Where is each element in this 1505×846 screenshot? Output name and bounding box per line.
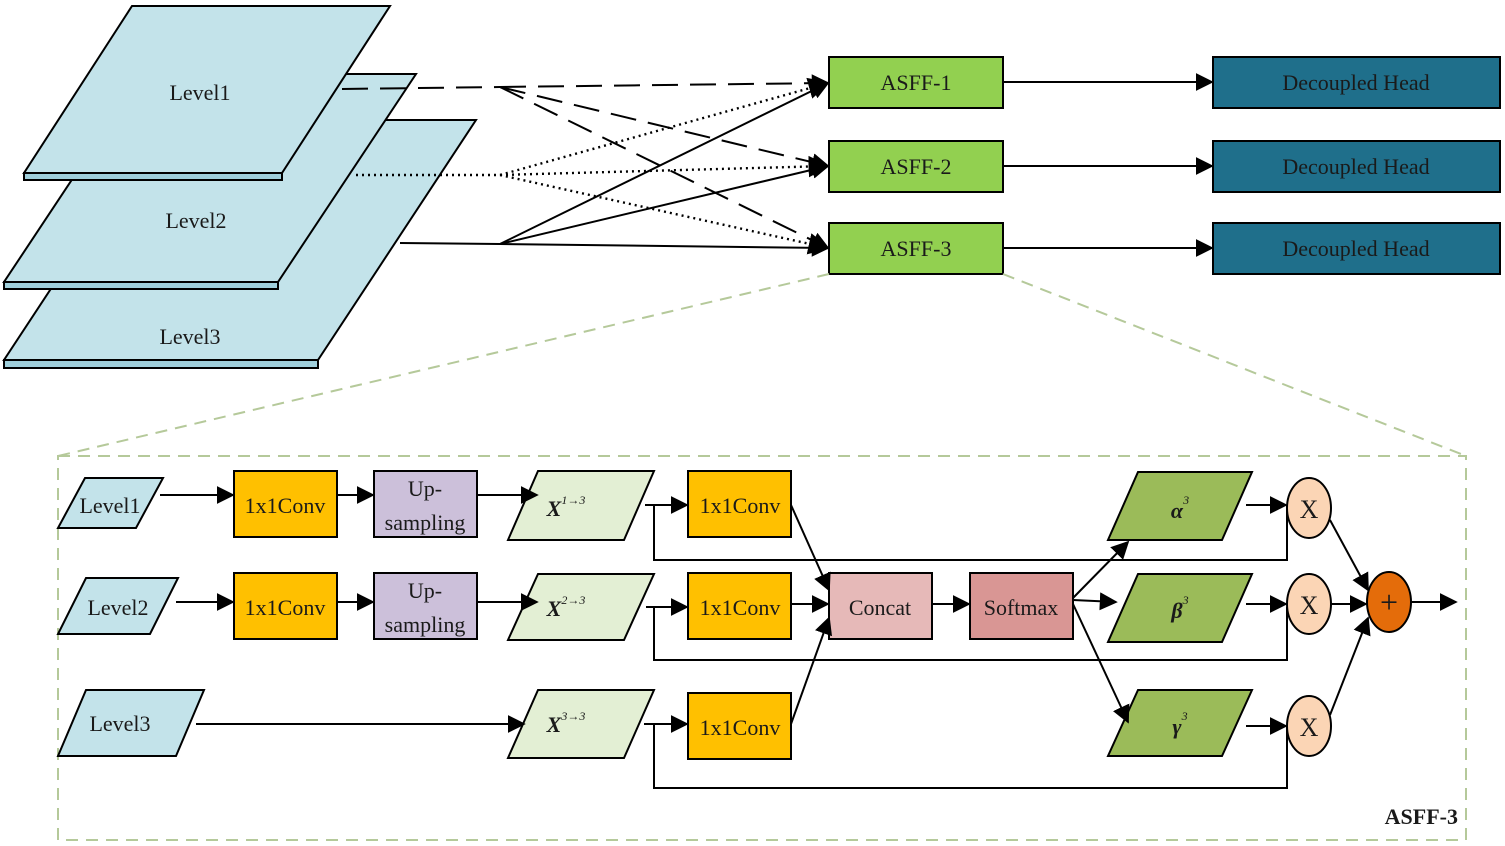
multiply-node-1: X — [1286, 477, 1332, 539]
plane-level2-label: Level2 — [165, 208, 226, 233]
multiply-node-2-symbol: X — [1300, 591, 1319, 620]
plane-level3-label: Level3 — [159, 324, 220, 349]
level2-dotted-links — [356, 77, 831, 255]
svg-text:X3→3: X3→3 — [546, 709, 586, 737]
detail-input-level1-label: Level1 — [79, 493, 140, 518]
asff-1-box: ASFF-1 — [828, 56, 1004, 109]
asff-to-head-arrows — [1003, 73, 1214, 257]
multiply-node-3-symbol: X — [1300, 713, 1319, 742]
conv-1x1-weight-row2: 1x1Conv — [687, 572, 792, 640]
level-stack: Level3 Level2 Level1 — [2, 5, 478, 369]
feature-x2-symbol: X — [546, 596, 563, 621]
add-node: + — [1366, 571, 1412, 633]
asff-3-label: ASFF-3 — [881, 236, 952, 261]
svg-text:α3: α3 — [1171, 493, 1189, 523]
gamma-superscript: 3 — [1181, 709, 1188, 723]
upsampling-row1: Up- sampling — [373, 470, 478, 538]
plane-level1: Level1 — [22, 5, 392, 181]
concat-block: Concat — [828, 572, 933, 640]
upsampling-row1-line2: sampling — [385, 510, 466, 535]
asff-1-label: ASFF-1 — [881, 70, 952, 95]
alpha-superscript: 3 — [1182, 493, 1189, 507]
level3-solid-links — [399, 82, 830, 257]
detail-caption: ASFF-3 — [1385, 804, 1458, 829]
conv-1x1-weight-row1-label: 1x1Conv — [700, 493, 781, 518]
svg-text:X2→3: X2→3 — [546, 593, 586, 621]
conv-1x1-row1: 1x1Conv — [233, 470, 338, 538]
weight-beta: β3 — [1106, 573, 1254, 643]
softmax-block: Softmax — [969, 572, 1074, 640]
conv-1x1-weight-row3: 1x1Conv — [687, 692, 792, 760]
upsampling-row2-line2: sampling — [385, 612, 466, 637]
conv-1x1-row2: 1x1Conv — [233, 572, 338, 640]
softmax-label: Softmax — [984, 595, 1059, 620]
svg-text:β3: β3 — [1170, 593, 1188, 623]
concat-label: Concat — [849, 595, 911, 620]
feature-x1-to-3: X1→3 — [506, 470, 656, 541]
upsampling-row1-line1: Up- — [408, 476, 442, 501]
weight-gamma: γ3 — [1106, 689, 1254, 757]
conv-1x1-weight-row1: 1x1Conv — [687, 470, 792, 538]
add-node-symbol: + — [1380, 584, 1398, 620]
feature-x3-to-3: X3→3 — [506, 689, 656, 759]
conv-1x1-weight-row2-label: 1x1Conv — [700, 595, 781, 620]
alpha-symbol: α — [1171, 498, 1184, 523]
feature-x3-symbol: X — [546, 712, 563, 737]
detail-input-level1: Level1 — [56, 477, 165, 529]
decoupled-head-2-label: Decoupled Head — [1282, 154, 1429, 179]
level1-dashed-links — [341, 74, 830, 249]
multiply-node-2: X — [1286, 573, 1332, 635]
detail-arrows — [160, 486, 1458, 789]
decoupled-head-1-label: Decoupled Head — [1282, 70, 1429, 95]
decoupled-head-2: Decoupled Head — [1212, 140, 1501, 193]
zoom-guides — [57, 273, 1467, 841]
asff-3-box: ASFF-3 — [828, 222, 1004, 275]
decoupled-head-3-label: Decoupled Head — [1282, 236, 1429, 261]
detail-input-level2: Level2 — [56, 577, 180, 635]
beta-symbol: β — [1170, 598, 1183, 623]
asff-2-box: ASFF-2 — [828, 140, 1004, 193]
feature-x1-symbol: X — [546, 496, 563, 521]
feature-x1-superscript: 1→3 — [561, 493, 585, 507]
detail-input-level2-label: Level2 — [87, 595, 148, 620]
upsampling-row2-line1: Up- — [408, 578, 442, 603]
detail-input-level3: Level3 — [56, 689, 206, 757]
detail-input-level3-label: Level3 — [89, 711, 150, 736]
conv-1x1-weight-row3-label: 1x1Conv — [700, 715, 781, 740]
asff-2-label: ASFF-2 — [881, 154, 952, 179]
plane-level1-label: Level1 — [169, 80, 230, 105]
gamma-symbol: γ — [1172, 714, 1182, 739]
svg-text:X1→3: X1→3 — [546, 493, 586, 521]
conv-1x1-row2-label: 1x1Conv — [245, 595, 326, 620]
decoupled-head-1: Decoupled Head — [1212, 56, 1501, 109]
conv-1x1-row1-label: 1x1Conv — [245, 493, 326, 518]
upsampling-row2: Up- sampling — [373, 572, 478, 640]
feature-x2-to-3: X2→3 — [506, 573, 656, 641]
asff-3-detail-frame — [57, 455, 1467, 841]
feature-x2-superscript: 2→3 — [561, 593, 585, 607]
svg-text:γ3: γ3 — [1172, 709, 1187, 739]
weight-alpha: α3 — [1106, 471, 1254, 541]
feature-x3-superscript: 3→3 — [560, 709, 585, 723]
multiply-node-3: X — [1286, 695, 1332, 757]
multiply-node-1-symbol: X — [1300, 495, 1319, 524]
decoupled-head-3: Decoupled Head — [1212, 222, 1501, 275]
beta-superscript: 3 — [1182, 593, 1189, 607]
